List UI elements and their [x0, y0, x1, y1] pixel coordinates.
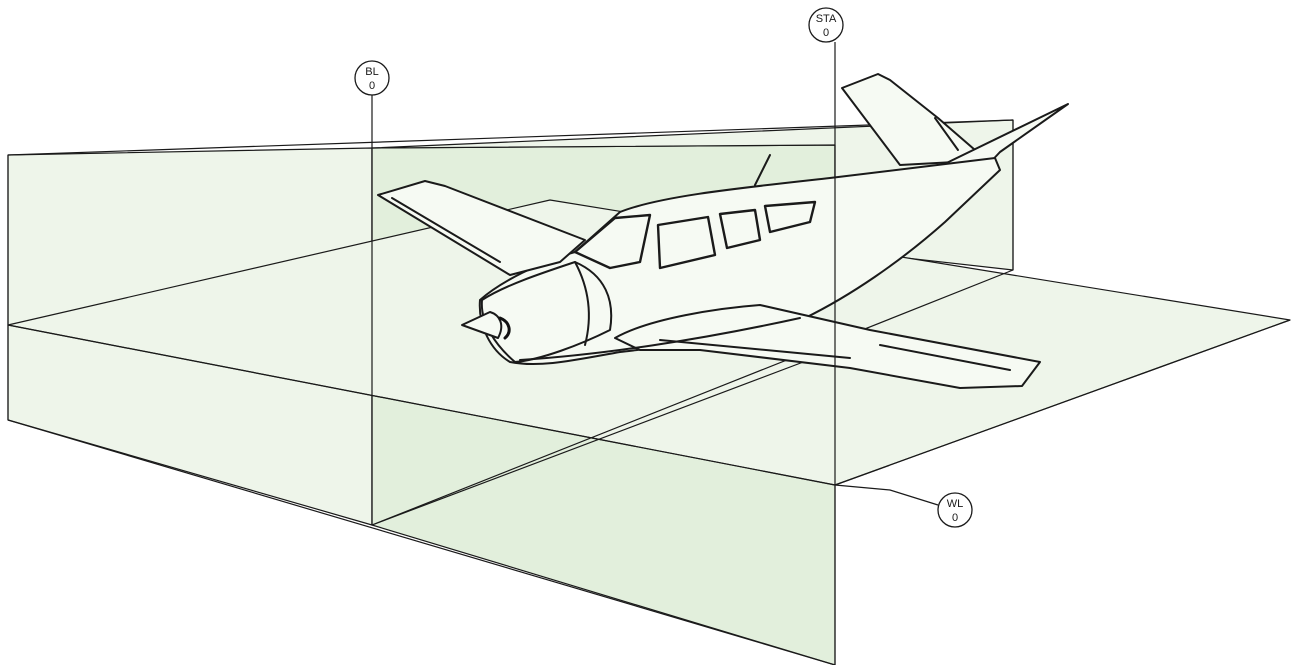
horizontal-ref-line-b [371, 269, 1014, 526]
near-wing-flap-line [879, 344, 1011, 371]
horizontal-ref-line-c [371, 349, 836, 526]
top-edge-line [7, 119, 1014, 156]
wl-leader-line [834, 484, 939, 506]
cabin-window-1 [656, 215, 717, 270]
horizontal-ref-line-a [7, 324, 836, 486]
sta-label: STA [816, 13, 837, 25]
near-wing-chord-line [659, 339, 851, 359]
cowl-seam [574, 261, 590, 346]
sta-value: 0 [823, 27, 829, 39]
windscreen [573, 213, 652, 270]
rudder-line [934, 117, 959, 151]
far-wing [377, 180, 586, 276]
antenna [754, 154, 771, 186]
bl-reference-bubble: BL 0 [354, 60, 390, 96]
aircraft-icon [377, 73, 1069, 389]
propeller-spinner [461, 311, 503, 339]
sta-reference-bubble: STA 0 [808, 7, 844, 43]
bl-label: BL [365, 66, 378, 78]
bottom-left-edge [7, 419, 836, 665]
wl-label: WL [947, 498, 964, 510]
floor-right-edge [834, 319, 1291, 486]
cabin-window-2 [718, 208, 762, 250]
vertical-tail [841, 73, 976, 166]
belly-line [519, 317, 801, 361]
engine-cowling [480, 261, 613, 363]
wl-reference-bubble: WL 0 [937, 492, 973, 528]
wl-value: 0 [952, 512, 958, 524]
near-wing [614, 304, 1041, 389]
cabin-window-3 [763, 200, 817, 234]
bl-value: 0 [369, 80, 375, 92]
propeller-hub [498, 316, 511, 340]
far-wing-flap-line [391, 197, 501, 263]
